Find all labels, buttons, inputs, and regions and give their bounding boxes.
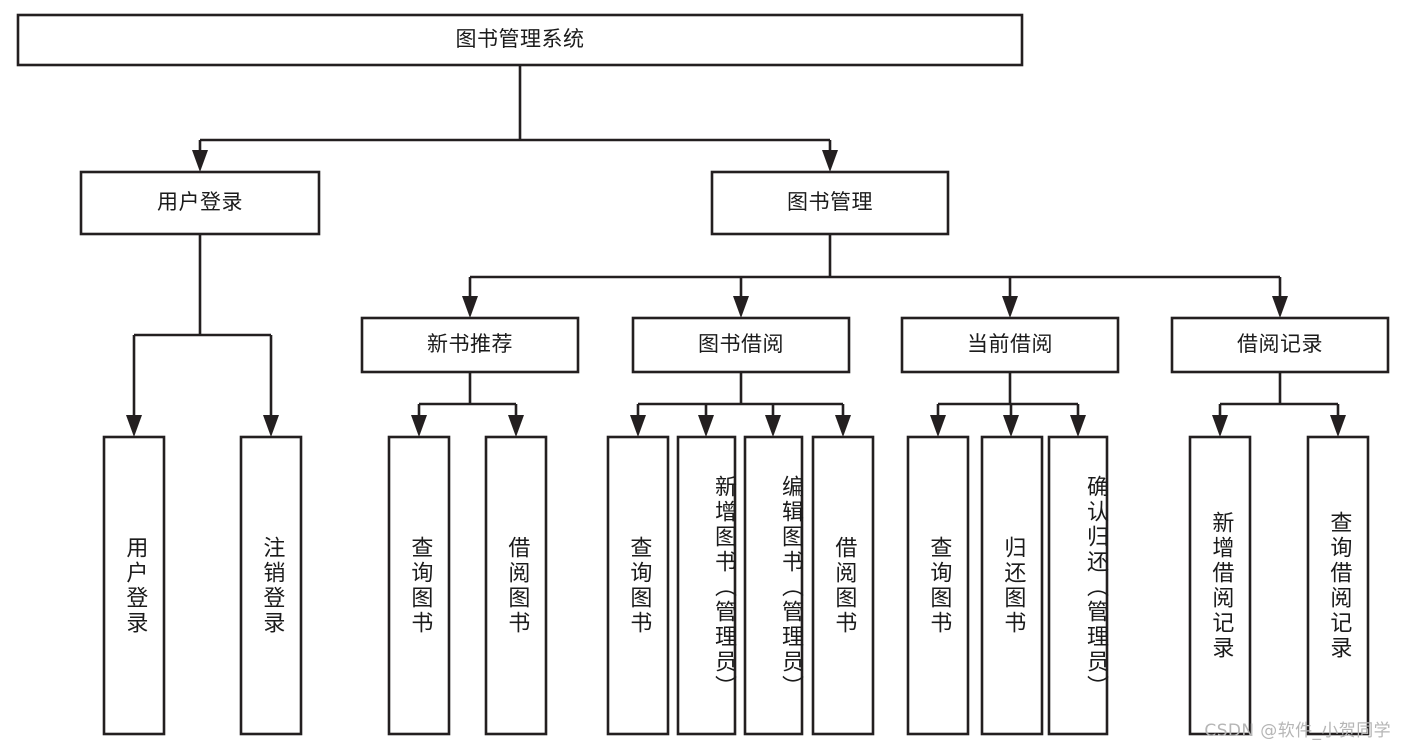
arrow-head-icon (1212, 415, 1228, 437)
arrow-head-icon (822, 150, 838, 172)
node-box-leaf-add-book-admin[interactable] (676, 435, 737, 736)
node-box-leaf-query-book-3[interactable] (906, 435, 970, 736)
arrow-head-icon (1003, 415, 1019, 437)
arrow-head-icon (1002, 296, 1018, 318)
arrow-head-icon (1272, 296, 1288, 318)
arrow-head-icon (411, 415, 427, 437)
node-box-l2-book-borrow[interactable] (631, 316, 851, 374)
node-box-l2-borrow-record[interactable] (1170, 316, 1390, 374)
node-box-leaf-query-book-1[interactable] (387, 435, 451, 736)
arrow-head-icon (930, 415, 946, 437)
arrow-head-icon (126, 415, 142, 437)
node-box-leaf-edit-book-admin[interactable] (743, 435, 804, 736)
node-box-leaf-borrow-book-1[interactable] (484, 435, 548, 736)
arrow-head-icon (630, 415, 646, 437)
arrow-head-icon (698, 415, 714, 437)
node-box-root[interactable] (16, 13, 1024, 67)
arrow-head-icon (192, 150, 208, 172)
arrow-head-icon (263, 415, 279, 437)
node-layer (16, 13, 1390, 736)
arrow-head-icon (1330, 415, 1346, 437)
node-box-l1-book-manage[interactable] (710, 170, 950, 236)
node-box-leaf-query-borrow-record[interactable] (1306, 435, 1370, 736)
arrow-head-icon (733, 296, 749, 318)
arrow-head-icon (462, 296, 478, 318)
arrow-head-icon (835, 415, 851, 437)
node-box-leaf-user-login[interactable] (102, 435, 166, 736)
arrow-head-icon (508, 415, 524, 437)
watermark-text: CSDN @软件_小贺同学 (1204, 721, 1391, 741)
node-box-leaf-return-book[interactable] (980, 435, 1044, 736)
node-box-l2-current-borrow[interactable] (900, 316, 1120, 374)
arrow-head-icon (1070, 415, 1086, 437)
arrow-head-icon (765, 415, 781, 437)
node-box-leaf-confirm-return-admin[interactable] (1047, 435, 1109, 736)
node-box-l2-new-book-rec[interactable] (360, 316, 580, 374)
node-box-leaf-add-borrow-record[interactable] (1188, 435, 1252, 736)
node-box-leaf-logout[interactable] (239, 435, 303, 736)
node-box-l1-user-login[interactable] (79, 170, 321, 236)
node-box-leaf-borrow-book-2[interactable] (811, 435, 875, 736)
connector-layer (126, 65, 1346, 437)
node-box-leaf-query-book-2[interactable] (606, 435, 670, 736)
